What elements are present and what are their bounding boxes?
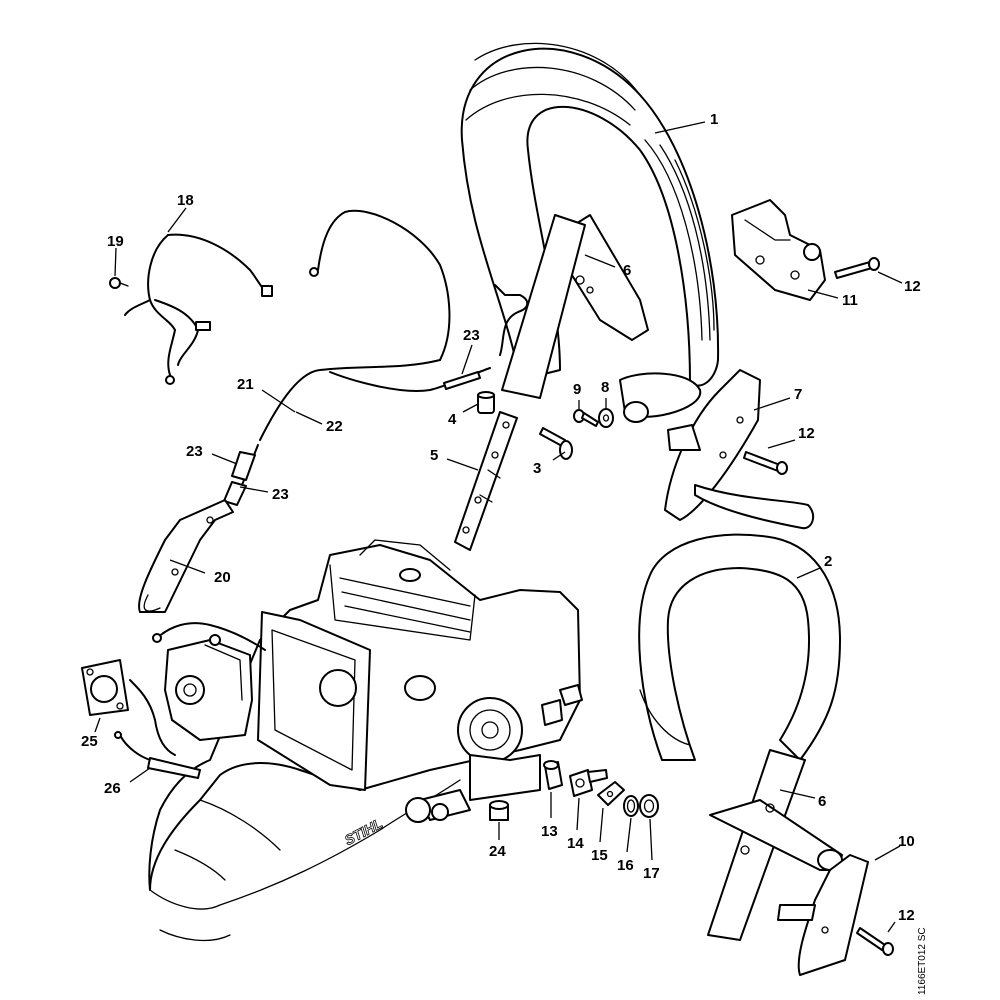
sleeve-part-4 [477,391,495,414]
screw-part-3 [539,427,573,460]
callout-12-middle: 12 [798,425,815,442]
short-circuit-wire-part-26 [114,679,201,779]
bracket-part-5 [454,411,518,551]
plate-part-20 [138,499,234,613]
callout-5: 5 [430,447,438,464]
leader-lines [94,121,903,933]
callout-18: 18 [177,192,194,209]
throttle-cable-part-21 [237,209,451,496]
carburetor-assembly [152,622,266,741]
ring-part-16 [623,795,639,817]
callout-24: 24 [489,843,506,860]
callout-4: 4 [448,411,457,428]
callout-3: 3 [533,460,541,477]
callout-23-left: 23 [186,443,203,460]
drawing-code: 1166ET012 SC [917,927,928,995]
callout-15: 15 [591,847,608,864]
screw-part-12-middle [743,451,788,475]
grommet-part-24 [489,800,509,821]
callout-22: 22 [326,418,343,435]
sleeve-part-23-left [231,451,256,481]
callout-16: 16 [617,857,634,874]
handlebar-lower-part [638,533,843,941]
callout-11: 11 [842,292,858,309]
callout-2: 2 [824,553,832,570]
callout-labels: 1 2 3 4 5 6 6 7 8 9 10 11 12 12 12 13 14… [81,111,921,924]
cover-part-7 [664,369,815,530]
screw-part-9 [573,409,599,427]
cover-part-10 [777,854,869,976]
callout-14: 14 [567,835,584,852]
callout-19: 19 [107,233,124,250]
sleeve-part-23-right [223,481,247,506]
handlebar-upper-part [460,42,720,423]
callout-23-upper: 23 [463,327,480,344]
callout-17: 17 [643,865,660,882]
callout-25: 25 [81,733,98,750]
callout-26: 26 [104,780,121,797]
wiring-harness-part-18 [124,233,273,385]
engine-housing: STIHL [148,539,583,942]
callout-6-lower: 6 [818,793,826,810]
callout-8: 8 [601,379,609,396]
bracket-part-11 [731,199,826,301]
callout-9: 9 [573,381,581,398]
callout-12-bottom: 12 [898,907,915,924]
screw-part-12-bottom [856,927,894,956]
callout-13: 13 [541,823,558,840]
callout-6-upper: 6 [623,262,631,279]
callout-21: 21 [237,376,254,393]
sleeve-part-23-upper [443,371,481,390]
callout-12-top: 12 [904,278,921,295]
screw-part-12-top [834,257,880,279]
callout-20: 20 [214,569,231,586]
callout-10: 10 [898,833,915,850]
callout-1: 1 [710,111,718,128]
adjuster-part-14 [569,769,608,797]
brand-logo: STIHL [342,815,385,848]
ring-part-17 [639,794,659,818]
callout-23-right: 23 [272,486,289,503]
washer-part-8 [598,408,614,428]
sleeve-part-13 [543,760,563,790]
plate-part-15 [597,781,625,806]
gasket-part-25 [81,659,129,716]
callout-7: 7 [794,386,802,403]
screw-part-19 [109,277,129,289]
